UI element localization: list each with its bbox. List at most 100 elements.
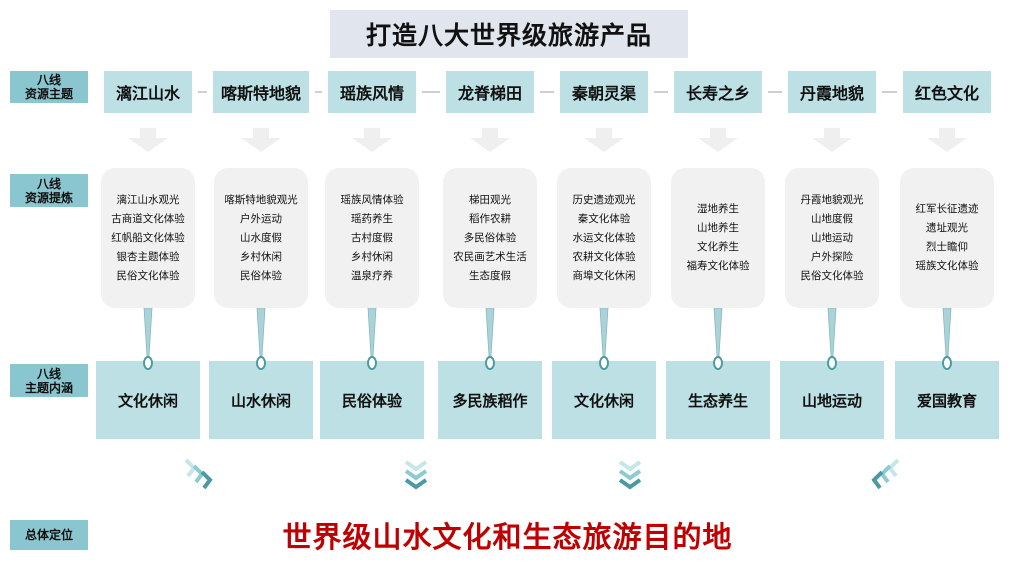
resource-theme-box: 漓江山水 [104, 71, 192, 113]
resource-item: 民俗体验 [240, 269, 282, 282]
theme-connotation-box: 山地运动 [780, 361, 884, 439]
resource-refine-card: 红军长征遗迹遗址观光烈士瞻仰瑶族文化体验 [900, 168, 994, 308]
label-line: 资源主题 [24, 87, 73, 101]
label-line: 八线 [36, 176, 61, 191]
theme-connotation-box: 文化休闲 [96, 361, 200, 439]
resource-item: 文化养生 [697, 241, 739, 253]
resource-item: 农耕文化体验 [572, 250, 636, 263]
down-arrow-icon [470, 128, 510, 152]
resource-refine-card: 瑶族风情体验瑶药养生古村度假乡村休闲温泉疗养 [325, 168, 419, 308]
resource-item: 湿地养生 [697, 203, 739, 215]
resource-item: 瑶族文化体验 [915, 260, 979, 272]
resource-item: 银杏主题体验 [116, 250, 180, 263]
resource-item: 户外探险 [811, 250, 853, 263]
resource-item: 民俗文化体验 [800, 269, 864, 282]
resource-theme-box: 龙脊梯田 [446, 71, 534, 113]
pendant-connector-icon [485, 308, 495, 370]
resource-item: 生态度假 [469, 269, 511, 282]
theme-connotation-box: 多民族稻作 [438, 361, 542, 439]
resource-item: 古商道文化体验 [111, 212, 185, 225]
chevron-down-icon [618, 460, 642, 490]
resource-refine-card: 漓江山水观光古商道文化体验红帆船文化体验银杏主题体验民俗文化体验 [101, 168, 195, 308]
pendant-connector-icon [367, 308, 377, 370]
resource-item: 喀斯特地貌观光 [224, 193, 298, 206]
pendant-connector-icon [827, 308, 837, 370]
resource-item: 福寿文化体验 [686, 260, 750, 272]
pendant-connector-icon [256, 308, 266, 370]
connector-line [654, 91, 668, 93]
connector-line [422, 91, 440, 93]
connector-line [198, 91, 207, 93]
connector-line [540, 91, 554, 93]
down-arrow-icon [241, 128, 281, 152]
resource-theme-box: 红色文化 [903, 71, 991, 113]
resource-item: 历史遗迹观光 [572, 193, 636, 206]
theme-connotation-box: 民俗体验 [320, 361, 424, 439]
resource-item: 山水度假 [240, 231, 282, 244]
down-arrow-icon [927, 128, 967, 152]
theme-connotation-box: 生态养生 [666, 361, 770, 439]
label-line: 资源提炼 [24, 190, 73, 205]
label-line: 八线 [36, 73, 61, 87]
resource-item: 梯田观光 [469, 193, 511, 206]
connector-line [768, 91, 782, 93]
down-arrow-icon [128, 128, 168, 152]
resource-item: 温泉疗养 [351, 269, 393, 282]
pendant-connector-icon [942, 308, 952, 370]
resource-item: 水运文化体验 [572, 231, 636, 244]
label-line: 主题内涵 [24, 380, 73, 395]
down-arrow-icon [698, 128, 738, 152]
resource-item: 瑶药养生 [351, 212, 393, 225]
row-label-resource-refine: 八线 资源提炼 [10, 174, 88, 207]
theme-connotation-box: 爱国教育 [895, 361, 999, 439]
connector-line [882, 91, 897, 93]
resource-item: 农民画艺术生活 [453, 250, 527, 263]
resource-theme-box: 瑶族风情 [328, 71, 416, 113]
resource-theme-box: 秦朝灵渠 [560, 71, 648, 113]
resource-item: 烈士瞻仰 [926, 241, 968, 253]
resource-item: 民俗文化体验 [116, 269, 180, 282]
resource-item: 稻作农耕 [469, 212, 511, 225]
resource-item: 山地养生 [697, 222, 739, 234]
row-label-resource-theme: 八线 资源主题 [10, 71, 88, 103]
resource-item: 红帆船文化体验 [111, 231, 185, 244]
resource-item: 多民俗体验 [463, 231, 517, 244]
resource-refine-card: 历史遗迹观光秦文化体验水运文化体验农耕文化体验商埠文化休闲 [557, 168, 651, 308]
pendant-connector-icon [599, 308, 609, 370]
resource-item: 山地运动 [811, 231, 853, 244]
row-label-overall-positioning: 总体定位 [10, 520, 88, 550]
resource-item: 丹霞地貌观光 [800, 193, 864, 206]
resource-item: 山地度假 [811, 212, 853, 225]
down-arrow-icon [584, 128, 624, 152]
chevron-left-icon [871, 458, 900, 490]
resource-refine-card: 丹霞地貌观光山地度假山地运动户外探险民俗文化体验 [785, 168, 879, 308]
chevron-right-icon [184, 458, 213, 490]
down-arrow-icon [352, 128, 392, 152]
row-label-theme-connotation: 八线 主题内涵 [10, 364, 88, 397]
resource-theme-box: 长寿之乡 [674, 71, 762, 113]
resource-refine-card: 梯田观光稻作农耕多民俗体验农民画艺术生活生态度假 [443, 168, 537, 308]
resource-theme-box: 丹霞地貌 [788, 71, 876, 113]
label-line: 八线 [36, 366, 61, 381]
resource-item: 遗址观光 [926, 222, 968, 234]
resource-item: 瑶族风情体验 [340, 193, 404, 206]
theme-connotation-box: 山水休闲 [209, 361, 313, 439]
resource-item: 古村度假 [351, 231, 393, 244]
resource-item: 漓江山水观光 [116, 193, 180, 206]
resource-item: 户外运动 [240, 212, 282, 225]
down-arrow-icon [812, 128, 852, 152]
chevron-down-icon [404, 460, 428, 490]
resource-item: 秦文化体验 [577, 212, 631, 225]
theme-connotation-box: 文化休闲 [552, 361, 656, 439]
page-title: 打造八大世界级旅游产品 [330, 10, 688, 58]
resource-item: 乡村休闲 [240, 250, 282, 263]
pendant-connector-icon [713, 308, 723, 370]
overall-positioning-slogan: 世界级山水文化和生态旅游目的地 [282, 520, 733, 554]
connector-line [315, 91, 322, 93]
resource-refine-card: 湿地养生山地养生文化养生福寿文化体验 [671, 168, 765, 308]
resource-item: 红军长征遗迹 [915, 203, 979, 215]
resource-item: 商埠文化休闲 [572, 269, 636, 282]
resource-item: 乡村休闲 [351, 250, 393, 263]
pendant-connector-icon [143, 308, 153, 370]
resource-refine-card: 喀斯特地貌观光户外运动山水度假乡村休闲民俗体验 [214, 168, 308, 308]
